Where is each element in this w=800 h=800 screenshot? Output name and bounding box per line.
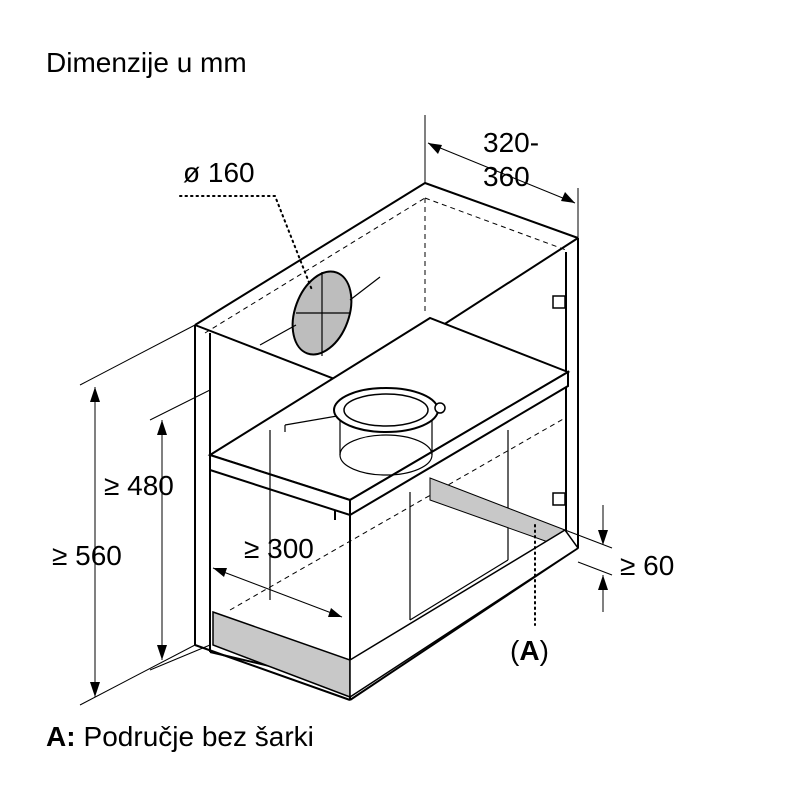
legend-key: A: bbox=[46, 721, 76, 752]
legend-text: Područje bez šarki bbox=[84, 721, 314, 752]
diagram-title: Dimenzije u mm bbox=[46, 47, 247, 78]
inner-width-label: ≥ 300 bbox=[244, 533, 314, 564]
duct-diameter-leader bbox=[179, 195, 313, 291]
bottom-gap-label: ≥ 60 bbox=[620, 550, 674, 581]
legend: A: Područje bez šarki bbox=[46, 721, 314, 752]
no-hinge-area bbox=[212, 477, 580, 699]
callout-letter: A bbox=[519, 635, 539, 666]
duct-cap bbox=[259, 270, 381, 356]
depth-label-line2: 360 bbox=[483, 161, 530, 192]
hinge-bottom bbox=[552, 492, 566, 506]
top-front-edge bbox=[194, 324, 351, 386]
hidden-edges bbox=[204, 197, 567, 640]
duct-connector bbox=[333, 387, 446, 476]
inner-width-dimension-line bbox=[212, 567, 343, 618]
hinge-top bbox=[552, 295, 566, 309]
callout-a-marker: (A) bbox=[510, 635, 549, 666]
callout-close-paren: ) bbox=[540, 635, 549, 666]
shelf-height-label: ≥ 480 bbox=[104, 470, 174, 501]
depth-label-line1: 320- bbox=[483, 127, 539, 158]
callout-open-paren: ( bbox=[510, 635, 520, 666]
overall-height-label: ≥ 560 bbox=[52, 540, 122, 571]
depth-dimension-line bbox=[427, 142, 576, 204]
top-left-edge bbox=[194, 182, 426, 326]
duct-diameter-label: ø 160 bbox=[183, 157, 255, 188]
top-back-edge bbox=[424, 182, 579, 239]
